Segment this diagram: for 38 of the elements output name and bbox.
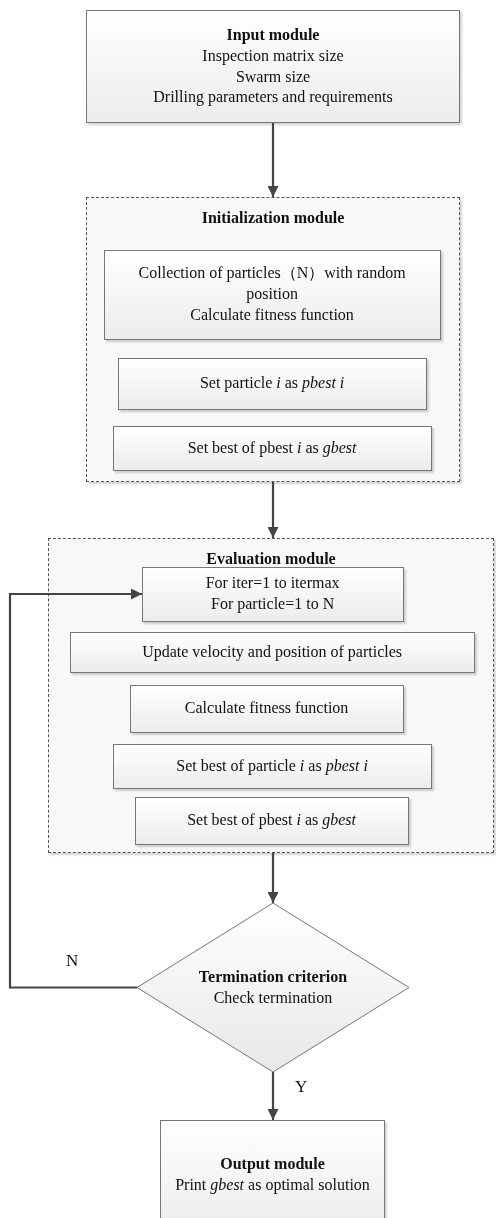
- body-text: Set best of pbest i as gbest: [187, 437, 357, 459]
- body-text: Calculate fitness function: [184, 698, 349, 719]
- heading-text: Input module: [226, 24, 320, 46]
- process-box: [141, 566, 404, 622]
- process-box: [112, 743, 432, 789]
- heading-text: Output module: [220, 1154, 325, 1175]
- body-text: Swarm size: [235, 66, 311, 87]
- body-text: Inspection matrix size: [202, 45, 344, 67]
- arrow: [267, 482, 279, 538]
- body-text: Calculate fitness function: [190, 305, 354, 325]
- arrow: [267, 853, 279, 903]
- body-text: Set particle i as pbest i: [199, 373, 345, 394]
- body-text: Update velocity and position of particles: [142, 641, 403, 663]
- body-text: Collection of particles（N）with random position: [137, 263, 407, 305]
- process-box: [86, 10, 460, 123]
- process-box: [117, 357, 427, 410]
- body-text: Set best of particle i as pbest i: [176, 755, 368, 777]
- arrow: [267, 1072, 279, 1120]
- body-text: For iter=1 to itermax: [205, 573, 340, 594]
- body-text: Check termination: [213, 987, 333, 1008]
- arrow: [267, 123, 279, 197]
- process-box: [134, 796, 409, 845]
- decision-diamond: [137, 903, 409, 1072]
- process-box: [112, 425, 432, 471]
- heading-text: Initialization module: [201, 208, 345, 228]
- body-text: Drilling parameters and requirements: [153, 87, 393, 108]
- arrow: [8, 588, 142, 989]
- process-box: [69, 631, 475, 673]
- module-frame: [86, 197, 460, 482]
- heading-text: Termination criterion: [198, 966, 348, 987]
- body-text: Print gbest as optimal solution: [175, 1175, 370, 1196]
- module-frame: [48, 538, 494, 853]
- process-box: [160, 1120, 385, 1218]
- body-text: Set best of pbest i as gbest: [187, 810, 357, 831]
- process-box: [129, 684, 404, 733]
- heading-text: Evaluation module: [206, 549, 336, 569]
- body-text: For particle=1 to N: [211, 594, 335, 615]
- process-box: [103, 249, 441, 340]
